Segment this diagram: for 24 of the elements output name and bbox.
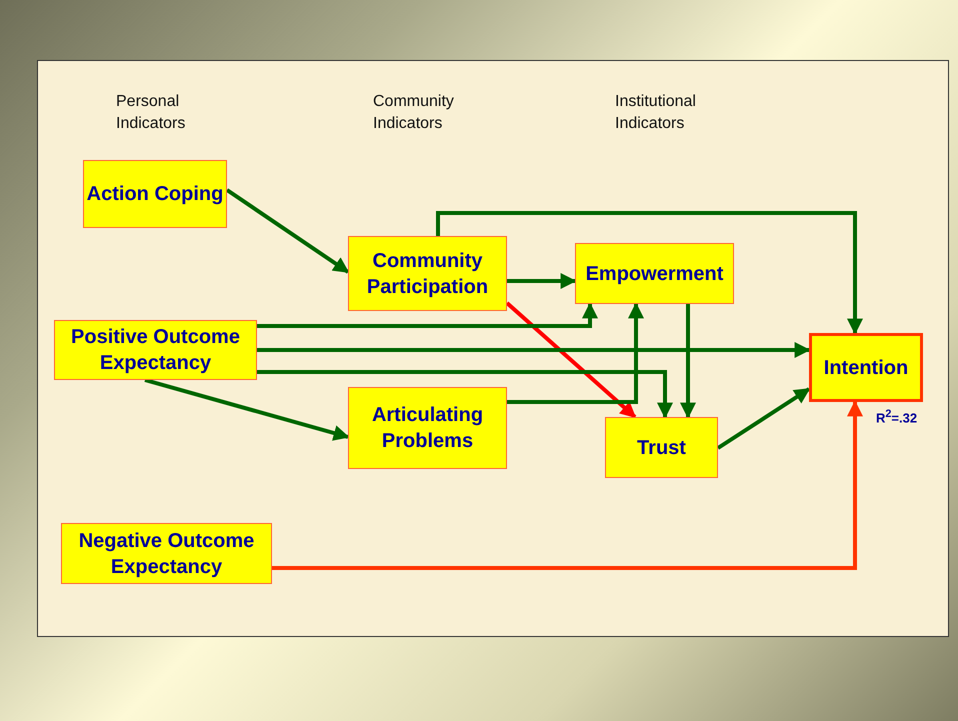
variable-box: Negative Outcome Expectancy: [61, 523, 272, 584]
arrow: [257, 302, 598, 328]
arrow: [716, 387, 810, 450]
variable-box: Positive Outcome Expectancy: [54, 320, 257, 380]
arrow: [507, 302, 644, 404]
arrow: [257, 370, 673, 419]
column-heading: Institutional Indicators: [615, 92, 697, 134]
arrow: [272, 400, 863, 570]
column-heading: Personal Indicators: [116, 92, 186, 134]
variable-box: Intention: [809, 333, 923, 402]
variable-box: Community Participation: [348, 236, 507, 311]
arrow: [226, 188, 350, 274]
arrow: [436, 211, 863, 335]
arrow: [144, 378, 350, 441]
variable-box: Empowerment: [575, 243, 734, 304]
arrow: [506, 302, 636, 418]
variable-box: Trust: [605, 417, 718, 478]
arrow: [257, 342, 811, 358]
column-heading: Community Indicators: [373, 92, 455, 134]
variable-box: Action Coping: [83, 160, 227, 228]
arrow: [680, 304, 696, 419]
arrow: [507, 273, 577, 289]
r-squared-label: R$^{2}$=.32: [876, 408, 918, 426]
variable-box: Articulating Problems: [348, 387, 507, 469]
